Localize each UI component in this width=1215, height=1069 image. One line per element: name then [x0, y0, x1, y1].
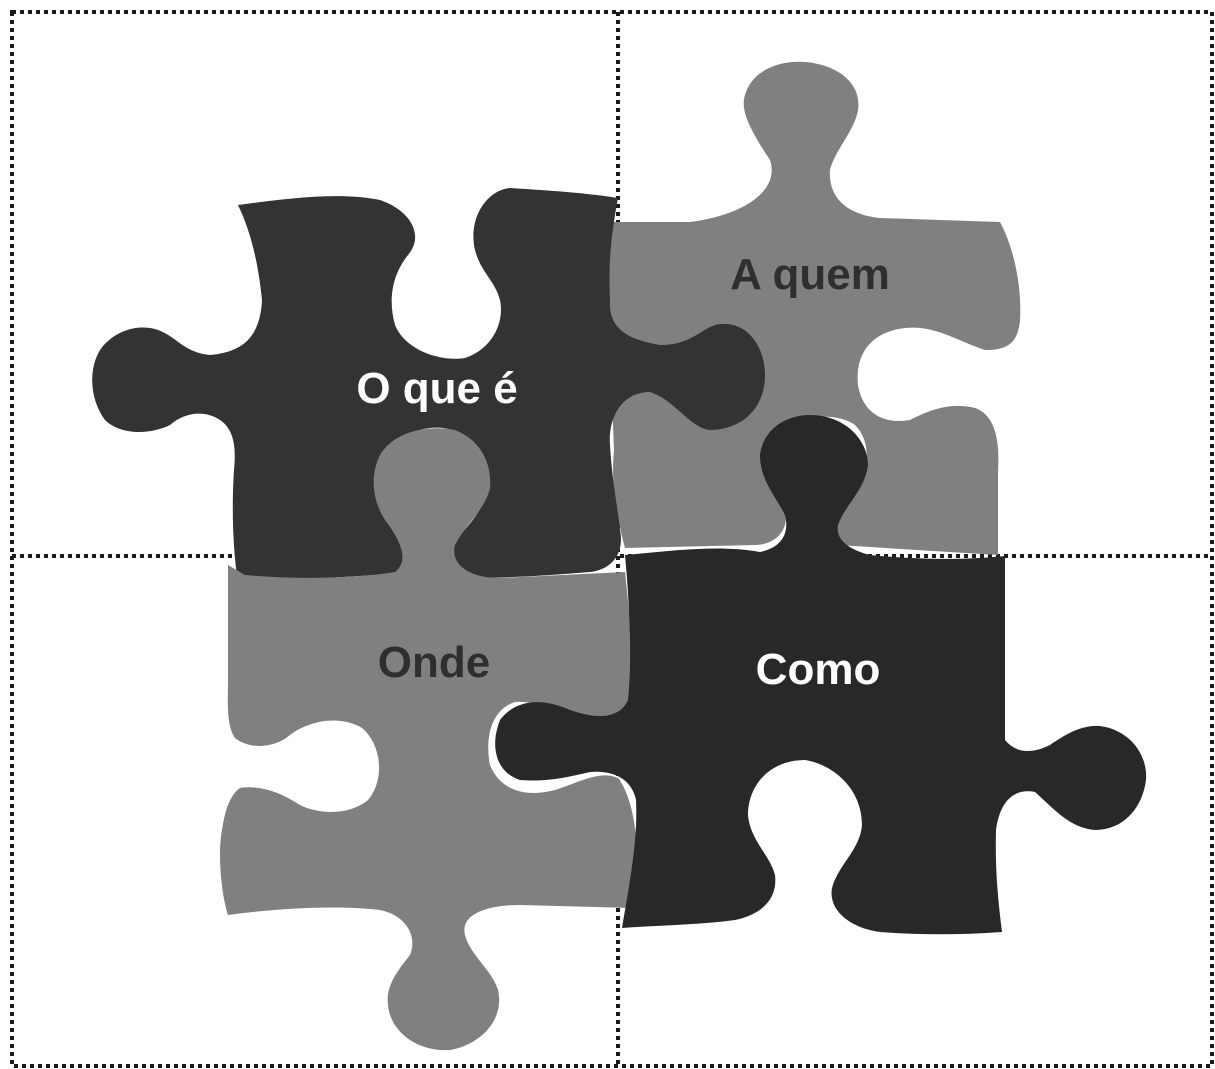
piece-label-a-quem: A quem	[730, 250, 890, 299]
puzzle-piece-top-left	[92, 188, 765, 582]
piece-label-onde: Onde	[378, 638, 490, 687]
piece-label-o-que-e: O que é	[356, 364, 517, 413]
puzzle-piece-bottom-right	[495, 415, 1147, 935]
puzzle-piece-top-right	[608, 61, 1021, 555]
piece-label-como: Como	[756, 645, 881, 694]
grid-frame	[10, 10, 1214, 1068]
puzzle-piece-bottom-left	[220, 428, 637, 1051]
